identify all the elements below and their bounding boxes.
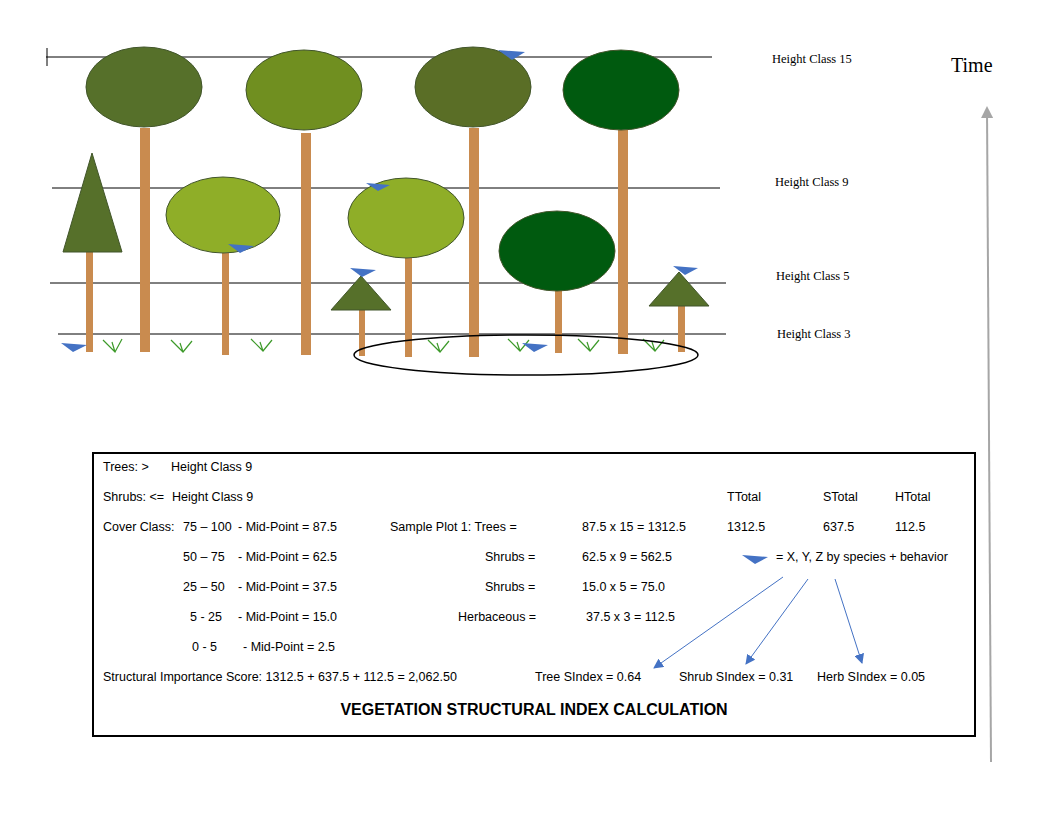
table-text: 0 - 5 — [192, 639, 217, 655]
table-text: - Mid-Point = 87.5 — [238, 519, 337, 535]
table-text: HTotal — [895, 489, 930, 505]
table-text: Sample Plot 1: Trees = — [390, 519, 517, 535]
height-class-label: Height Class 9 — [775, 174, 849, 190]
table-text: Cover Class: — [103, 519, 175, 535]
table-text: TTotal — [727, 489, 761, 505]
table-text: - Mid-Point = 37.5 — [238, 579, 337, 595]
leader-arrows — [654, 577, 862, 668]
table-text: 25 – 50 — [183, 579, 225, 595]
table-text: STotal — [823, 489, 858, 505]
bird-symbols — [61, 50, 768, 564]
table-text: 75 – 100 — [183, 519, 232, 535]
table-text: Height Class 9 — [172, 489, 253, 505]
table-text: Shrubs = — [485, 579, 535, 595]
table-text: 62.5 x 9 = 562.5 — [582, 549, 672, 565]
grass-marks — [103, 339, 664, 352]
table-text: 15.0 x 5 = 75.0 — [582, 579, 665, 595]
table-text: Herb SIndex = 0.05 — [817, 669, 925, 685]
height-class-label: Height Class 15 — [772, 51, 852, 67]
table-text: Trees: > — [103, 459, 149, 475]
table-text: 1312.5 — [727, 519, 765, 535]
sample-ellipse — [354, 335, 698, 375]
table-text: 5 - 25 — [190, 609, 222, 625]
table-text: Height Class 9 — [171, 459, 252, 475]
height-class-label: Height Class 3 — [777, 326, 851, 342]
height-class-label: Height Class 5 — [776, 268, 850, 284]
table-text: Shrubs = — [485, 549, 535, 565]
table-text: Tree SIndex = 0.64 — [535, 669, 641, 685]
box-heading: VEGETATION STRUCTURAL INDEX CALCULATION — [94, 700, 974, 720]
table-text: Structural Importance Score: 1312.5 + 63… — [103, 669, 457, 685]
table-text: 50 – 75 — [183, 549, 225, 565]
table-text: Shrubs: <= — [103, 489, 164, 505]
table-text: - Mid-Point = 2.5 — [243, 639, 335, 655]
table-text: 37.5 x 3 = 112.5 — [586, 609, 675, 625]
table-text: - Mid-Point = 62.5 — [238, 549, 337, 565]
table-text: 637.5 — [823, 519, 854, 535]
tree-crowns — [63, 47, 709, 310]
table-text: = X, Y, Z by species + behavior — [776, 549, 948, 565]
table-text: - Mid-Point = 15.0 — [238, 609, 337, 625]
table-text: 87.5 x 15 = 1312.5 — [582, 519, 686, 535]
calculation-box: Trees: > Height Class 9 Shrubs: <= Height C… — [92, 452, 976, 737]
table-text: Herbaceous = — [458, 609, 536, 625]
tree-trunks — [86, 128, 685, 357]
axis-label: Time — [951, 53, 993, 77]
time-arrow — [987, 108, 991, 762]
table-text: Shrub SIndex = 0.31 — [679, 669, 793, 685]
table-text: 112.5 — [895, 519, 925, 535]
